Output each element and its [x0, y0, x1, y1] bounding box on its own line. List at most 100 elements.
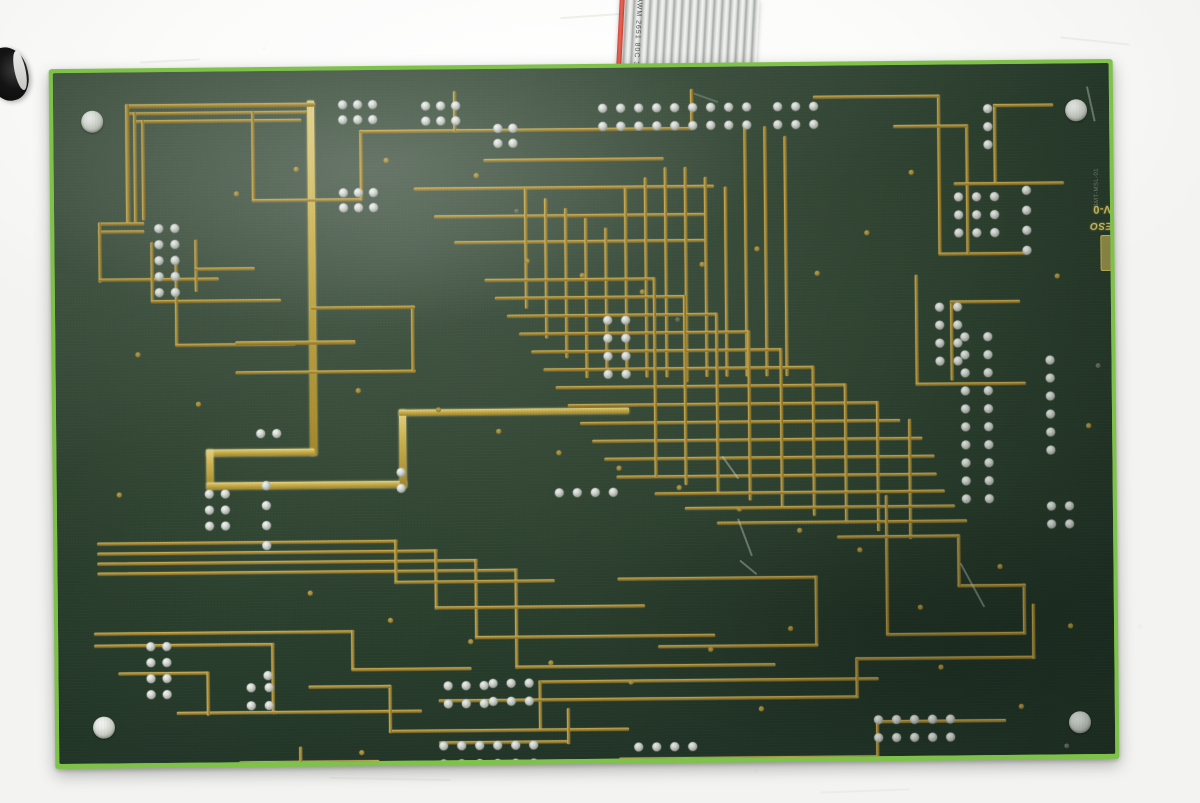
- solder-pad: [436, 116, 446, 126]
- dark-object: [0, 43, 34, 105]
- via: [383, 157, 389, 163]
- solder-pad: [420, 101, 431, 111]
- solder-pad: [154, 224, 164, 234]
- solder-pad: [146, 674, 156, 684]
- via: [548, 660, 554, 666]
- trace: [98, 222, 102, 283]
- trace: [855, 655, 1036, 661]
- solder-pad: [170, 255, 180, 265]
- solder-pad: [688, 759, 698, 765]
- trace: [936, 94, 942, 255]
- trace: [763, 126, 769, 377]
- solder-pad: [353, 115, 363, 125]
- trace: [658, 643, 819, 649]
- solder-pad: [603, 369, 613, 379]
- solder-pad: [220, 505, 230, 515]
- solder-pad: [983, 386, 993, 396]
- solder-pad: [989, 192, 999, 202]
- solder-pad: [204, 489, 214, 499]
- solder-pad: [935, 320, 945, 330]
- trace: [779, 348, 784, 509]
- solder-pad: [170, 223, 180, 233]
- trace: [97, 568, 518, 576]
- surface-fiber: [693, 92, 719, 103]
- solder-pad: [688, 102, 698, 112]
- solder-pad: [724, 120, 734, 130]
- surface-fiber: [1086, 86, 1096, 122]
- trace: [351, 667, 472, 672]
- solder-pad: [983, 404, 994, 414]
- trace: [783, 136, 789, 377]
- via: [908, 169, 914, 175]
- solder-pad: [946, 732, 956, 742]
- solder-pad: [961, 422, 971, 432]
- solder-pad: [952, 302, 963, 312]
- via: [639, 289, 645, 295]
- solder-pad: [1046, 445, 1056, 455]
- solder-pad: [960, 386, 970, 396]
- via: [359, 750, 365, 756]
- solder-pad: [367, 99, 378, 110]
- trace: [174, 255, 179, 346]
- trace: [434, 604, 645, 610]
- solder-pad: [990, 228, 1000, 238]
- trace: [514, 568, 519, 669]
- solder-pad: [652, 103, 662, 113]
- solder-pad: [506, 696, 516, 706]
- via: [116, 492, 122, 498]
- trace: [235, 340, 356, 346]
- solder-pad: [773, 120, 783, 130]
- trace: [310, 305, 415, 310]
- solder-pad: [1047, 519, 1057, 529]
- trace: [1022, 583, 1027, 634]
- solder-pad: [421, 116, 431, 126]
- silkscreen-group: 94V-0 WESO CRTS: [1054, 163, 1116, 274]
- trace: [308, 684, 391, 689]
- trace: [993, 103, 1054, 108]
- solder-pad: [742, 102, 752, 112]
- solder-pad: [1045, 409, 1056, 419]
- via: [435, 407, 441, 413]
- solder-pad: [1022, 245, 1032, 255]
- solder-pad: [953, 192, 963, 202]
- pcb-soldermask-face: 94V-0 WESO CRTS SMT-MSL-01: [52, 62, 1116, 765]
- solder-pad: [146, 658, 156, 668]
- trace: [299, 746, 303, 765]
- solder-pad: [634, 103, 644, 113]
- solder-pad: [170, 271, 180, 281]
- via: [938, 664, 944, 670]
- solder-pad: [246, 701, 256, 711]
- solder-pad: [263, 671, 273, 681]
- trace: [494, 295, 685, 300]
- solder-pad: [435, 101, 446, 111]
- via: [736, 506, 742, 512]
- via: [556, 450, 562, 456]
- solder-pad: [809, 119, 819, 129]
- solder-pad: [162, 689, 172, 700]
- trace: [663, 167, 669, 378]
- solder-pad: [928, 732, 938, 742]
- solder-pad: [670, 121, 680, 131]
- solder-pad: [621, 315, 631, 325]
- solder-pad: [621, 369, 631, 379]
- solder-pad: [508, 138, 518, 148]
- surface-scratch: [1060, 36, 1130, 46]
- solder-pad: [154, 272, 164, 282]
- solder-pad: [652, 742, 662, 752]
- power-trace: [206, 480, 407, 490]
- solder-pad: [493, 740, 503, 750]
- solder-pad: [338, 188, 348, 198]
- solder-pad: [488, 696, 498, 706]
- trace: [564, 208, 569, 359]
- trace: [617, 575, 818, 581]
- trace: [150, 298, 281, 304]
- solder-pad: [506, 678, 516, 688]
- via: [1018, 703, 1024, 709]
- trace: [953, 181, 1064, 186]
- via: [468, 639, 474, 645]
- trace: [483, 157, 664, 162]
- via: [1068, 623, 1074, 629]
- solder-pad: [162, 657, 172, 668]
- via: [628, 679, 634, 685]
- solder-pad: [934, 302, 945, 312]
